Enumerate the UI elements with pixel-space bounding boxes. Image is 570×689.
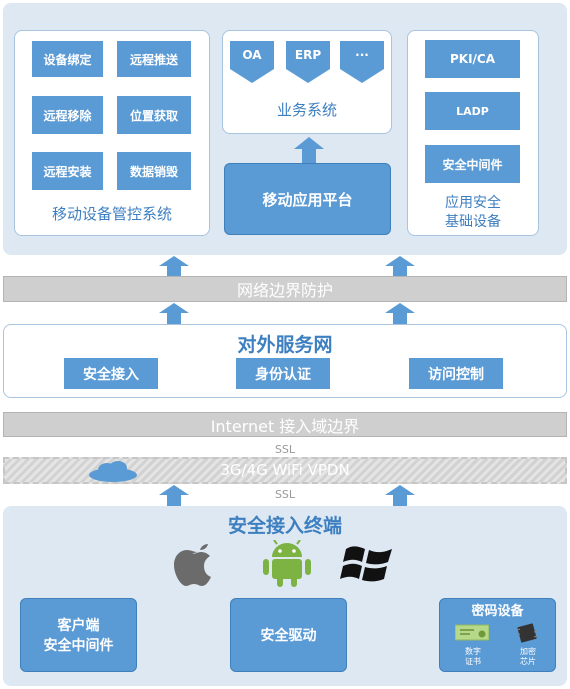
device-bind-button: 设备绑定 — [32, 41, 103, 77]
client-middleware-line1: 客户端 — [57, 618, 100, 634]
oa-label: OA — [242, 48, 262, 62]
apple-icon — [174, 544, 211, 586]
platform-to-business-arrow-icon — [294, 137, 324, 163]
external-service-title: 对外服务网 — [237, 334, 333, 356]
erp-label: ERP — [294, 48, 322, 62]
remote-install-button: 远程安装 — [32, 152, 103, 190]
mobile-app-platform: 移动应用平台 — [224, 163, 391, 235]
network-boundary-bar: 网络边界防护 — [3, 276, 567, 302]
crypto-chip-icon — [516, 623, 538, 643]
business-systems-title: 业务系统 — [276, 100, 337, 119]
ladp-box: LADP — [425, 92, 520, 130]
secure-access-box: 安全接入 — [64, 358, 158, 389]
access-control-box: 访问控制 — [409, 358, 503, 389]
security-infrastructure-title-line1: 应用安全 — [445, 195, 501, 211]
arrow-up-icon — [159, 256, 189, 276]
remote-push-button: 远程推送 — [117, 41, 191, 77]
cloud-icon — [89, 461, 137, 482]
digital-certificate-icon — [455, 624, 489, 641]
secure-terminal-title: 安全接入终端 — [227, 515, 342, 537]
client-middleware-line2: 安全中间件 — [43, 638, 114, 654]
ssl-top-label: SSL — [274, 443, 296, 456]
windows-icon — [340, 546, 392, 582]
arrow-up-icon — [385, 256, 415, 276]
secure-driver-box: 安全驱动 — [230, 598, 347, 672]
arrow-up-icon — [385, 485, 415, 506]
erp-tag-icon — [286, 41, 330, 83]
digital-certificate-line2: 证书 — [465, 657, 481, 666]
crypto-chip-line1: 加密 — [520, 647, 536, 656]
location-get-button: 位置获取 — [117, 96, 191, 134]
device-management-title: 移动设备管控系统 — [51, 204, 172, 223]
security-infrastructure-title-line2: 基础设备 — [445, 214, 501, 230]
security-middleware-box: 安全中间件 — [425, 145, 520, 183]
ssl-bottom-label: SSL — [274, 488, 296, 501]
arrow-up-icon — [385, 303, 415, 324]
arrow-up-icon — [159, 303, 189, 324]
digital-certificate-label: 数字 证书 — [456, 647, 490, 667]
android-icon — [263, 540, 311, 587]
more-tag-icon — [340, 41, 384, 83]
crypto-chip-line2: 芯片 — [520, 657, 536, 666]
digital-certificate-line1: 数字 — [465, 647, 481, 656]
arrow-up-icon — [159, 485, 189, 506]
oa-tag-icon — [230, 41, 274, 83]
identity-auth-box: 身份认证 — [236, 358, 330, 389]
remote-remove-button: 远程移除 — [32, 96, 103, 134]
internet-boundary-bar: Internet 接入域边界 — [3, 412, 567, 437]
crypto-device-title: 密码设备 — [471, 604, 524, 619]
pki-ca-box: PKI/CA — [425, 40, 520, 78]
more-label: ··· — [355, 48, 369, 62]
data-destroy-button: 数据销毁 — [117, 152, 191, 190]
vpdn-label: 3G/4G WiFi VPDN — [220, 461, 350, 479]
client-middleware-box: 客户端 安全中间件 — [20, 598, 137, 672]
crypto-chip-label: 加密 芯片 — [511, 647, 545, 667]
